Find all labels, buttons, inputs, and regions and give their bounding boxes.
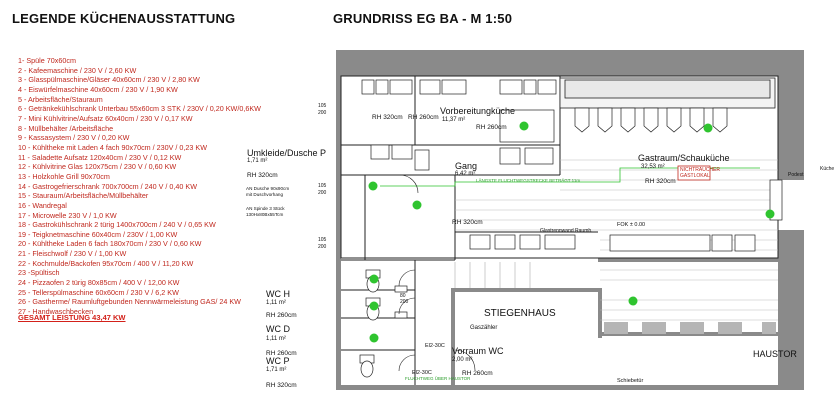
room-name-gastraum: Gastraum/Schauküche [638, 153, 730, 163]
legend-item: 9 - Kassasystem / 230 V / 0,20 KW [18, 133, 130, 143]
toilets [359, 269, 408, 378]
legend-item: 20 - Kühltheke Laden 6 fach 180x70cm / 2… [18, 239, 202, 249]
legend-item: 1- Spüle 70x60cm [18, 56, 76, 65]
room-area-umkleide: 1,71 m² [247, 158, 268, 164]
room-name-vorbereitung: Vorbereitungküche [440, 106, 516, 116]
note-nichtraucher-1: NICHTRAUCHER [680, 167, 720, 173]
room-name-stiegenhaus: STIEGENHAUS [484, 308, 556, 319]
rh-umkleide: RH 320cm [247, 172, 278, 179]
legend-item: 2 - Kafeemaschine / 230 V / 2,60 KW [18, 65, 137, 75]
room-name-vorraum: Vorraum WC [452, 346, 504, 356]
rh-gang: RH 320cm [452, 219, 483, 226]
room-name-wch: WC H [266, 289, 290, 299]
room-area-wch: 1,11 m² [266, 300, 286, 306]
counter [559, 77, 776, 109]
dim-200: 200 [318, 110, 327, 116]
dim-105c: 105 [318, 237, 327, 243]
legend-item: 13 - Holzkohle Grill 90x70cm [18, 171, 110, 181]
partitions [340, 75, 779, 385]
nichtraucher-sign [677, 165, 711, 181]
legend-item: 15 - Stauraum/Arbeitsfläche/Müllbehälter [18, 191, 149, 201]
rh-wch: RH 260cm [266, 312, 297, 319]
total-power: GESAMT LEISTUNG 43,47 KW [18, 313, 126, 322]
note-spinde-mass: 130Hx80Bx55Tcm [246, 212, 284, 217]
note-fok: FOK ± 0.00 [617, 222, 646, 228]
walls [336, 50, 804, 390]
legend-item: 23 -Spültisch [18, 268, 60, 278]
room-name-gang: Gang [455, 161, 478, 171]
note-an-dusche: AN Dusche 90x90cm [246, 186, 290, 191]
note-gaszaehler: Gaszähler [470, 325, 498, 331]
rh-vorbereitung-3: RH 260cm [476, 124, 507, 131]
plan-title: GRUNDRISS EG BA - M 1:50 [333, 11, 513, 26]
bar-stools [574, 107, 728, 133]
legend-list: 1- Spüle 70x60cm 2 - Kafeemaschine / 230… [18, 56, 261, 317]
note-schiebetuer: Schiebetür [617, 378, 644, 384]
legend-title: LEGENDE KÜCHENAUSSTATTUNG [12, 11, 236, 26]
note-fluchtweg-haustor: FLUCHTWEG ÜBER HAUSTOR [405, 376, 471, 381]
room-area-gang: 6,42 m² [455, 171, 476, 177]
room-name-wcp: WC P [266, 356, 290, 366]
room-area-vorbereitung: 11,37 m² [442, 117, 466, 123]
note-kueche: Küche [820, 166, 835, 172]
rh-vorbereitung-2: RH 260cm [408, 114, 439, 121]
legend-item: 26 - Gastherme/ Raumluftgebunden Nennwär… [18, 297, 241, 307]
note-duschvorhang: mit Duschvorhang [246, 192, 284, 197]
legend-item: 14 - Gastrogefrierschrank 700x700cm / 24… [18, 181, 197, 191]
note-an-spinde: AN Spinde 3 Stück [246, 206, 285, 211]
legend-item: 24 - Pizzaofen 2 türig 80x85cm / 400 V /… [18, 278, 180, 288]
stairs [454, 262, 531, 288]
rh-gastraum: RH 320cm [645, 178, 676, 185]
legend-item: 27 - Handwaschbecken [18, 307, 94, 317]
rh-wcd: RH 260cm [266, 350, 297, 357]
legend-item: 5 - Arbeitsfläche/Stauraum [18, 94, 103, 104]
rh-vorraum: RH 260cm [462, 370, 493, 377]
legend-item: 18 - Gastrokühlschrank 2 türig 1400x700c… [18, 220, 216, 230]
kitchen-equipment [361, 79, 783, 252]
dim-105b: 105 [318, 183, 327, 189]
legend-item: 7 - Mini Kühlvitrine/Aufsatz 60x40cm / 2… [18, 113, 193, 123]
tables [604, 322, 776, 334]
legend-item: 4 - Eiswürfelmaschine 40x60cm / 230 V / … [18, 84, 178, 94]
escape-route [380, 167, 760, 187]
note-fluchtweg: LÄNGSTE FLUCHTWEGSTRECKE BETRÄGT 11m [476, 178, 581, 183]
door-swings [398, 174, 476, 372]
legend-item: 3 - Glasspülmaschine/Gläser 40x60cm / 23… [18, 75, 200, 85]
note-podest: Podest [788, 172, 804, 178]
dim-105: 105 [318, 103, 327, 109]
dim-80: 80 [400, 293, 406, 299]
legend-item: 17 - Microwelle 230 V / 1,0 KW [18, 210, 117, 220]
rh-wcp: RH 320cm [266, 382, 297, 389]
legend-item: 11 - Saladette Aufsatz 120x40cm / 230 V … [18, 152, 182, 162]
room-name-haustor: HAUSTOR [753, 349, 797, 359]
room-area-wcp: 1,71 m² [266, 367, 287, 373]
dim-200b: 200 [318, 190, 327, 196]
room-area-gastraum: 32,53 m² [641, 164, 665, 170]
legend-item: 16 - Wandregal [18, 200, 67, 210]
legend-item: 6 - Getränkekühlschrank Unterbau 55x60cm… [18, 104, 261, 114]
note-el1: El2-30C [425, 343, 445, 349]
dim-200d: 200 [400, 299, 409, 305]
legend-item: 19 - Teigknetmaschine 60x40cm / 230V / 1… [18, 229, 178, 239]
room-name-wcd: WC D [266, 324, 290, 334]
emergency-markers [368, 121, 775, 343]
note-nichtraucher-2: GASTLOKAL [680, 173, 710, 179]
legend-item: 22 - Kochmulde/Backofen 95x70cm / 400 V … [18, 258, 194, 268]
rh-vorbereitung-1: RH 320cm [372, 114, 403, 121]
legend-item: 21 - Fleischwolf / 230 V / 1,00 KW [18, 249, 127, 259]
room-area-wcd: 1,11 m² [266, 336, 286, 342]
legend-item: 12 - Kühlvitrine Glas 120x75cm / 230 V /… [18, 162, 177, 172]
legend-item: 25 - Tellerspülmaschine 60x60cm / 230 V … [18, 287, 179, 297]
note-glastrennwand: Glastrennwand Raumh. [540, 228, 593, 234]
note-el2: El2-30C [412, 370, 432, 376]
room-name-umkleide: Umkleide/Dusche P [247, 148, 327, 158]
dim-200c: 200 [318, 244, 327, 250]
room-area-vorraum: 2,00 m² [452, 357, 473, 363]
legend-item: 8 - Müllbehälter /Arbeitsfläche [18, 123, 114, 133]
legend-item: 10 - Kühltheke mit Laden 4 fach 90x70cm … [18, 142, 207, 152]
